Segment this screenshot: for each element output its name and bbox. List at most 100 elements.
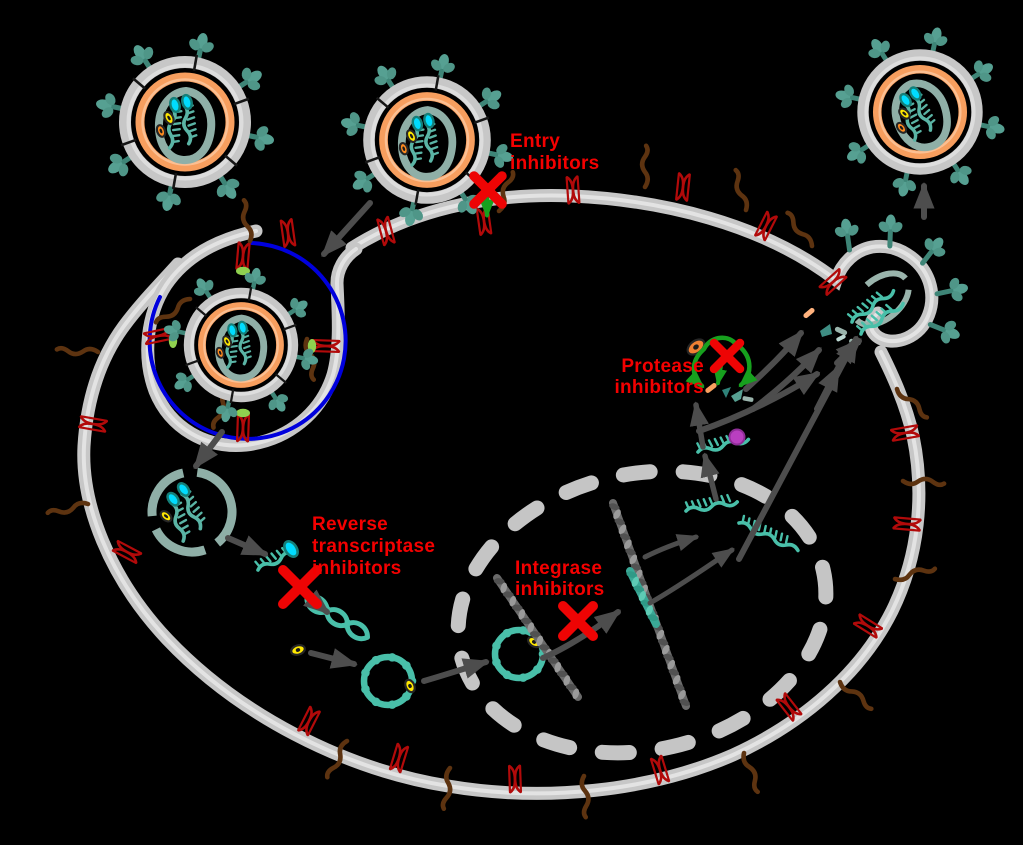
- cleaved-protein: [722, 387, 731, 398]
- spike-icon: [374, 65, 400, 96]
- cd4-receptor-icon: [754, 210, 778, 242]
- coreceptor-icon: [45, 500, 91, 516]
- cleaved-protein: [742, 396, 754, 402]
- integrase-enzyme: [290, 644, 306, 656]
- coreceptor-icon: [54, 345, 101, 357]
- viral-enzyme: [215, 346, 225, 359]
- cd4-receptor-icon: [775, 692, 803, 722]
- uncoating-capsid: [147, 467, 237, 557]
- cd4-receptor-icon: [78, 415, 108, 433]
- spike-icon: [266, 384, 289, 412]
- nuclear-envelope: [450, 463, 834, 761]
- entry-inhibitors-label-2: inhibitors: [510, 153, 600, 174]
- binding-site: [236, 408, 250, 418]
- integrase-enzyme: [898, 107, 911, 120]
- attaching-virion: [340, 53, 514, 227]
- protease-inhibitors-label-2: inhibitors: [614, 377, 704, 398]
- integrase-enzyme: [405, 129, 418, 144]
- free-virion: [96, 33, 274, 211]
- process-arrow-icon: [421, 658, 490, 684]
- coreceptor-icon: [579, 773, 591, 820]
- engulfed-virion: [163, 267, 319, 423]
- cd4-receptor-icon: [388, 742, 410, 774]
- coreceptor-icon: [900, 476, 947, 488]
- cd4-receptor-icon: [376, 215, 396, 247]
- spike-icon: [920, 237, 946, 266]
- capsid: [214, 314, 268, 382]
- viral-protein: [820, 324, 832, 337]
- cd4-receptor-icon: [111, 539, 143, 565]
- spike-icon: [96, 93, 132, 118]
- integrase-enzyme: [404, 678, 416, 694]
- blocked-process-arrow-icon: [736, 343, 758, 388]
- process-arrow-icon: [193, 429, 225, 470]
- process-arrow-icon: [834, 338, 862, 366]
- process-arrow-icon: [225, 535, 269, 557]
- cd4-receptor-icon: [297, 705, 321, 737]
- coreceptor-icon: [892, 566, 938, 583]
- blocked-process-arrow-icon: [701, 335, 738, 352]
- integrase-inhibitors-label-2: inhibitors: [515, 579, 605, 600]
- ribosome: [728, 428, 746, 446]
- process-arrow-icon: [700, 452, 720, 502]
- process-arrow-icon: [308, 648, 358, 669]
- coreceptor-icon: [894, 386, 930, 420]
- blocked-process-arrow-icon: [685, 347, 706, 389]
- process-arrow-icon: [647, 547, 735, 606]
- viral-enzyme: [895, 121, 908, 134]
- coreceptor-icon: [639, 143, 650, 190]
- reverse-transcriptase-enzyme: [283, 540, 299, 558]
- capsid: [397, 106, 457, 181]
- cd4-receptor-icon: [675, 172, 691, 202]
- process-arrow-icon: [689, 401, 709, 450]
- spike-icon: [216, 391, 238, 423]
- fusion-membrane: [147, 241, 348, 441]
- integrase-enzyme: [163, 110, 175, 126]
- coreceptor-icon: [837, 679, 874, 712]
- packaged-rna: [846, 288, 896, 324]
- cd4-receptor-icon: [890, 424, 920, 442]
- cleaved-protein: [731, 389, 743, 402]
- entry-inhibitors-label: Entry: [510, 131, 560, 152]
- inhibition-cross-icon: [709, 338, 745, 374]
- process-arrow-icon: [540, 609, 622, 661]
- coreceptor-icon: [324, 738, 350, 780]
- binding-site: [236, 266, 250, 276]
- virions: [96, 27, 1005, 423]
- capsid: [154, 86, 216, 164]
- coreceptor-icon: [733, 167, 750, 213]
- integrase-enzyme: [222, 335, 233, 348]
- viral-enzyme: [398, 142, 409, 156]
- packaged-rna: [856, 301, 905, 336]
- mature-released-virion: [835, 27, 1005, 197]
- coreceptor-icon: [153, 296, 193, 325]
- cd4-receptor-icon: [852, 613, 884, 639]
- inhibition-cross-icon: [469, 171, 507, 209]
- process-arrow-icon: [642, 534, 700, 560]
- integrase-inhibitors-label: Integrase: [515, 558, 602, 579]
- spike-icon: [174, 370, 202, 393]
- rt-inhibitors-label-3: inhibitors: [312, 558, 402, 579]
- rt-inhibitors-label-2: transcriptase: [312, 536, 435, 557]
- cd4-receptor-icon: [649, 754, 671, 786]
- rt-inhibitors-label: Reverse: [312, 514, 388, 535]
- spike-icon: [934, 277, 968, 302]
- blocked-process-arrows: [479, 195, 758, 389]
- inhibition-cross-icon: [558, 601, 598, 641]
- labels: Entry inhibitors Reverse transcriptase i…: [312, 131, 704, 600]
- capsid: [891, 79, 951, 152]
- inhibition-cross-icon: [278, 565, 322, 609]
- membrane-decorations: [45, 143, 968, 820]
- coreceptor-icon: [240, 197, 254, 244]
- spike-icon: [868, 39, 893, 69]
- spike-icon: [238, 126, 274, 151]
- process-arrow-icon: [696, 371, 821, 434]
- coreceptor-icon: [440, 765, 453, 812]
- integrated-provirus: [626, 567, 660, 628]
- coreceptor-icon: [741, 750, 761, 795]
- cd4-receptor-icon: [892, 516, 922, 532]
- cd4-receptor-icon: [507, 764, 523, 794]
- integrase-enzyme: [159, 510, 173, 523]
